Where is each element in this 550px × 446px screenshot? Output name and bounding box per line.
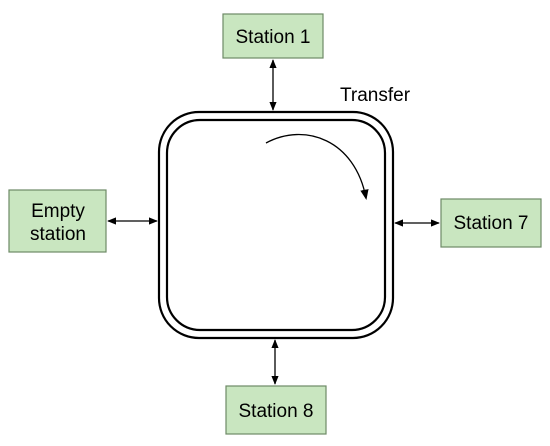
empty-station-label-line-1: Empty xyxy=(31,201,85,222)
station-8-node: Station 8 xyxy=(225,385,327,435)
station-8-box xyxy=(225,385,327,435)
track-outer-rail xyxy=(157,110,395,340)
empty-station-node: Empty station xyxy=(8,189,107,253)
transfer-track xyxy=(157,110,395,340)
station-1-label: Station 1 xyxy=(236,27,311,48)
station-1-node: Station 1 xyxy=(222,13,324,59)
empty-station-box xyxy=(8,189,107,253)
station-8-label: Station 8 xyxy=(239,401,314,422)
empty-station-label-line-2: station xyxy=(30,224,86,245)
station-7-node: Station 7 xyxy=(440,198,542,248)
transfer-label: Transfer xyxy=(340,85,411,106)
station-7-label: Station 7 xyxy=(454,213,529,234)
transfer-direction-arrow xyxy=(265,134,369,201)
track-inner-rail xyxy=(165,118,387,332)
station-7-box xyxy=(440,198,542,248)
station-1-box xyxy=(222,13,324,59)
